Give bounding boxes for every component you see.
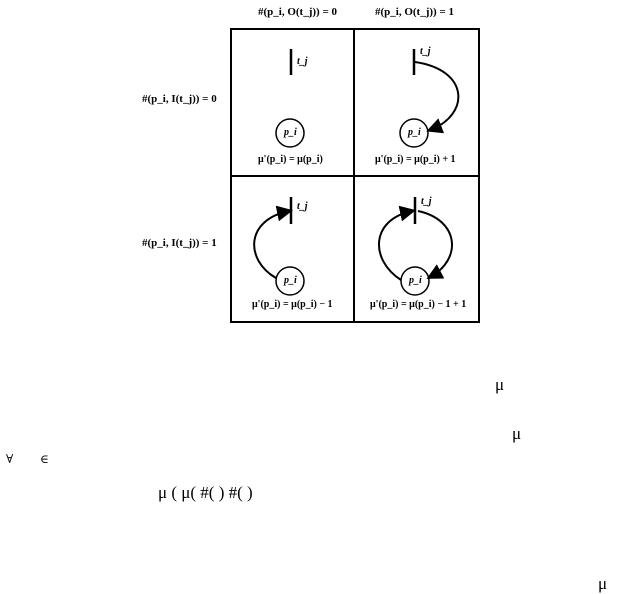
place-circle: [400, 266, 430, 296]
element-of-symbol: ∈: [40, 452, 49, 466]
column-header-output-zero: #(p_i, O(t_j)) = 0: [258, 6, 337, 18]
mu-symbol: μ: [495, 375, 505, 394]
place-label: p_i: [409, 275, 422, 286]
marking-formula: μ'(p_i) = μ(p_i) + 1: [375, 154, 456, 165]
arc-transition-to-place: [417, 210, 453, 279]
place-label: p_i: [408, 127, 421, 138]
place-label: p_i: [284, 127, 297, 138]
column-header-label: #(p_i, O(t_j)) = 0: [258, 6, 337, 18]
column-header-output-one: #(p_i, O(t_j)) = 1: [375, 6, 454, 18]
marking-formula: μ'(p_i) = μ(p_i) − 1 + 1: [370, 299, 467, 310]
arc-place-to-transition: [253, 205, 293, 279]
place-circle: [275, 266, 305, 296]
place-circle: [275, 118, 305, 148]
row-header-input-one: #(p_i, I(t_j)) = 1: [142, 237, 217, 249]
row-header-label: #(p_i, I(t_j)) = 1: [142, 237, 217, 249]
mu-symbol: μ: [598, 574, 608, 593]
arc-transition-to-place: [414, 61, 460, 134]
transition-label: t_j: [297, 201, 308, 212]
transition-label: t_j: [421, 196, 432, 207]
place-label: p_i: [284, 275, 297, 286]
marking-equation-fragment: μ ( μ( #( ) #( ): [158, 483, 253, 502]
row-header-label: #(p_i, I(t_j)) = 0: [142, 93, 217, 105]
row-header-input-zero: #(p_i, I(t_j)) = 0: [142, 93, 217, 105]
forall-symbol: ∀: [6, 452, 14, 466]
marking-formula: μ'(p_i) = μ(p_i) − 1: [252, 299, 333, 310]
arc-place-to-transition: [377, 205, 416, 281]
transition-label: t_j: [420, 46, 431, 57]
grid-divider-horizontal: [230, 175, 480, 177]
marking-formula: μ'(p_i) = μ(p_i): [258, 154, 323, 165]
column-header-label: #(p_i, O(t_j)) = 1: [375, 6, 454, 18]
transition-label: t_j: [297, 56, 308, 67]
mu-symbol: μ: [512, 424, 522, 443]
